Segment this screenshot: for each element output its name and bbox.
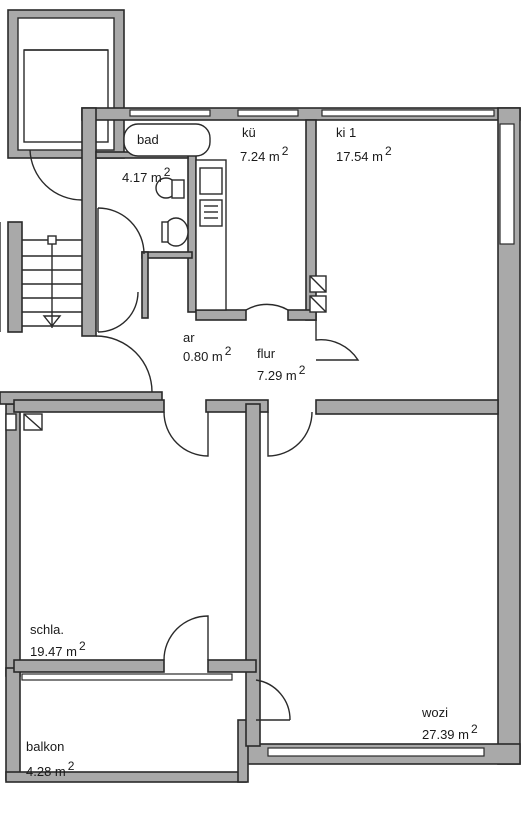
- room-label-ki1: ki 1: [336, 125, 357, 140]
- staircase: [0, 221, 86, 333]
- bathroom-fixtures: [97, 123, 211, 333]
- kitchen-fixtures: [195, 159, 227, 311]
- vent-shafts: [5, 275, 327, 431]
- door-swings: [95, 303, 360, 721]
- room-label-flur: flur: [257, 346, 276, 361]
- room-label-kue: kü: [242, 125, 256, 140]
- elevator-shaft: [7, 9, 125, 159]
- room-label-bad: bad: [137, 132, 159, 147]
- door-swing-elevator: [29, 149, 83, 201]
- room-label-balkon: balkon: [26, 739, 65, 754]
- room-label-wozi: wozi: [422, 705, 449, 720]
- windows: [21, 109, 515, 757]
- inner-walls: [13, 119, 499, 747]
- room-label-ar: ar: [183, 330, 195, 345]
- room-label-schla: schla.: [30, 622, 64, 637]
